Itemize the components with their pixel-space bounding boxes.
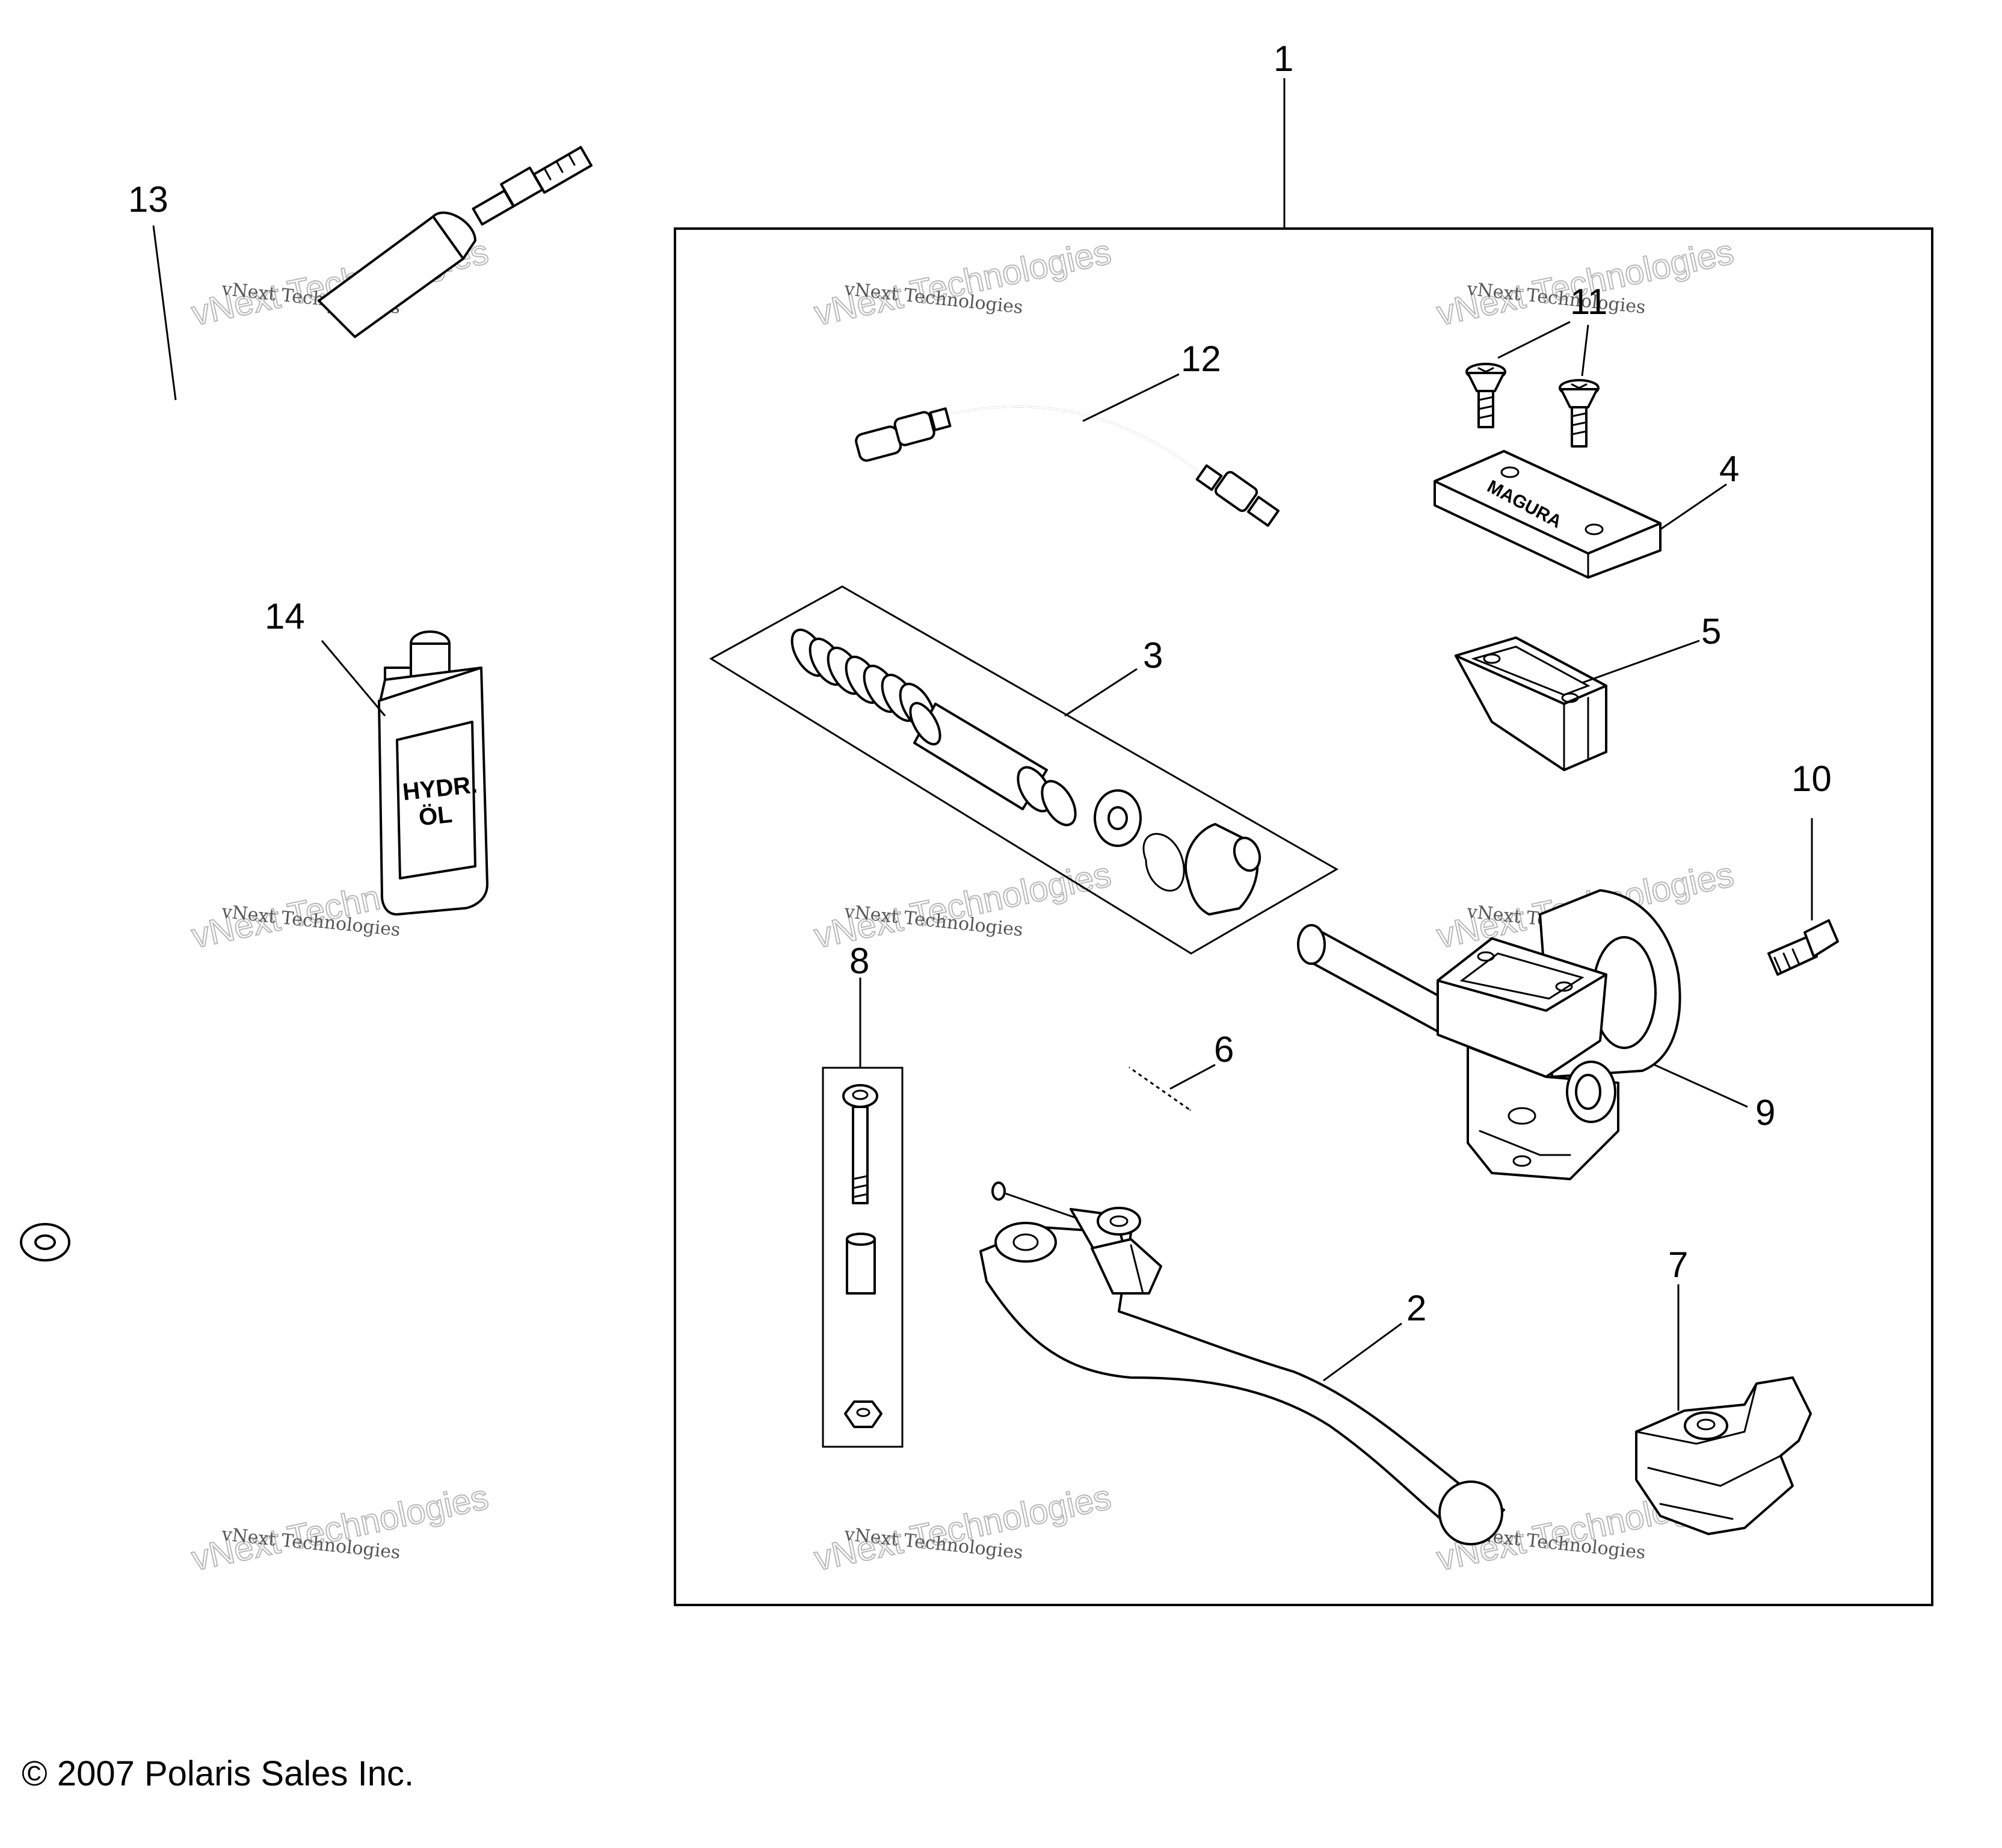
callout-7: 7 (1668, 1245, 1688, 1285)
master-cylinder-part (1297, 889, 1681, 1180)
lever-spring-part (1129, 1066, 1191, 1112)
lever-adjuster-part (1635, 1376, 1812, 1535)
leader-5 (1582, 639, 1700, 684)
pivot-hardware-part (822, 1067, 904, 1448)
leader-9 (1654, 1064, 1748, 1108)
bottle-label-line2: ÖL (417, 801, 454, 831)
leader-3 (1064, 668, 1138, 717)
callout-9: 9 (1755, 1092, 1775, 1133)
callout-10: 10 (1791, 759, 1832, 799)
copyright-notice: © 2007 Polaris Sales Inc. (22, 1754, 414, 1793)
callout-1: 1 (1274, 38, 1293, 79)
leader-14 (321, 640, 386, 716)
diaphragm-part (1455, 636, 1607, 771)
reservoir-cover-part: MAGURA (1434, 450, 1662, 579)
piston-kit-part (709, 585, 1339, 955)
callout-2: 2 (1406, 1288, 1426, 1328)
callout-13: 13 (128, 179, 168, 220)
bolt-part (1767, 919, 1839, 976)
leader-11b (1581, 324, 1589, 377)
leader-4 (1660, 483, 1727, 531)
brake-lever-part (979, 1181, 1505, 1545)
watermark: vNext Technologies vNext Technologies (810, 232, 1115, 334)
leader-2 (1323, 1322, 1402, 1382)
callout-14: 14 (265, 596, 305, 636)
callout-3: 3 (1143, 635, 1163, 676)
callout-6: 6 (1214, 1029, 1234, 1070)
hydraulic-oil-bottle-part: HYDR. ÖL (378, 630, 488, 916)
leader-11a (1497, 321, 1571, 359)
leader-13 (152, 225, 177, 401)
callout-11: 11 (1570, 282, 1607, 322)
brake-light-sensor-part (855, 405, 1280, 527)
leader-6 (1169, 1064, 1216, 1090)
kit-frame (674, 227, 1933, 1606)
callout-5: 5 (1701, 611, 1721, 651)
callout-4: 4 (1719, 449, 1739, 489)
callout-8: 8 (849, 941, 869, 981)
callout-12: 12 (1181, 339, 1221, 379)
brake-hose-part (20, 146, 593, 1261)
watermark: vNext Technologies vNext Technologies (188, 1477, 492, 1579)
watermark: vNext Technologies vNext Technologies (810, 1477, 1115, 1579)
cover-screws-part (1465, 363, 1600, 448)
leader-12 (1082, 373, 1180, 422)
